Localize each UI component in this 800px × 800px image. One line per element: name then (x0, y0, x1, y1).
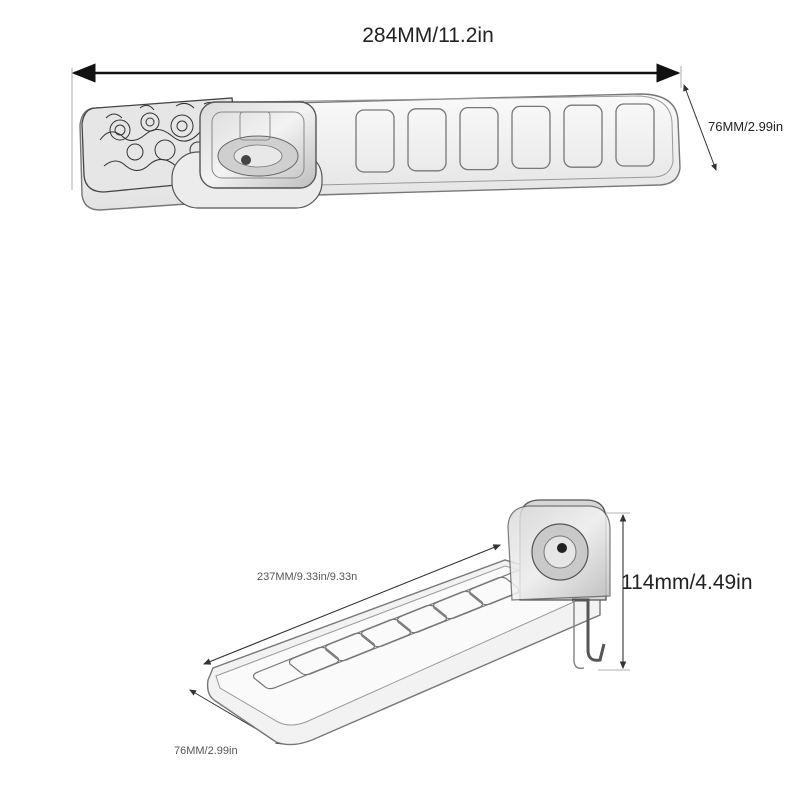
top-length-label: 284MM/11.2in (362, 24, 494, 47)
drain-slot (511, 105, 551, 170)
top-width-dimension-arrow (683, 84, 717, 171)
persp-length-label: 237MM/9.33in/9.33n (257, 571, 357, 583)
drain-slot (459, 106, 499, 171)
drain-slot (355, 109, 395, 173)
drain-slot (407, 108, 447, 172)
persp-suction-mount (507, 499, 611, 670)
top-width-label: 76MM/2.99in (708, 119, 783, 134)
top-suction-mount (171, 101, 323, 209)
persp-length-dimension-arrow (202, 544, 502, 665)
drain-slot (615, 103, 655, 167)
persp-tray (206, 559, 601, 746)
persp-width-label: 76MM/2.99in (174, 745, 238, 757)
persp-height-label: 114mm/4.49in (621, 571, 753, 594)
top-view: 284MM/11.2in 76MM/2.99in (71, 24, 783, 211)
drain-slot (563, 104, 603, 168)
top-drain-slots (355, 103, 655, 173)
perspective-view: 237MM/9.33in/9.33n 114mm/4.49in 76MM/2.9… (174, 499, 753, 757)
